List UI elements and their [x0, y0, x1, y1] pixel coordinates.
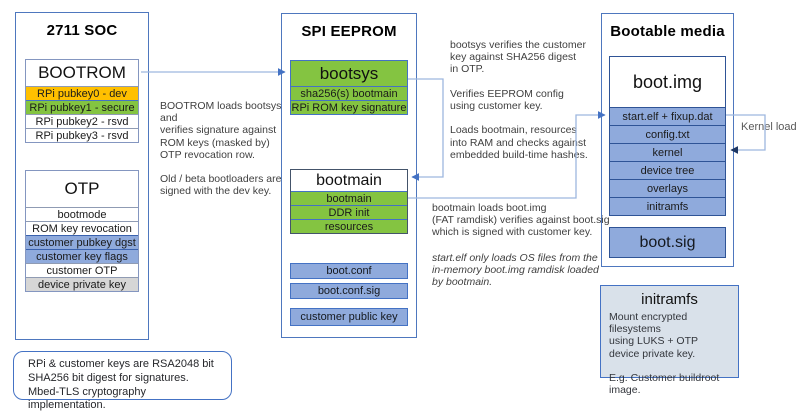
- otp-row-customer-pubkey-dgst: customer pubkey dgst: [26, 235, 138, 249]
- bootmain-title: bootmain: [316, 172, 382, 189]
- bootmain-box: bootmain bootmain DDR init resources: [290, 169, 408, 234]
- bootrom-title: BOOTROM: [38, 63, 126, 82]
- bootmain-row-resources: resources: [291, 219, 407, 233]
- bootimg-row-initramfs: initramfs: [610, 197, 725, 215]
- soc-title: 2711 SOC: [46, 22, 118, 39]
- file-customer-public-key: customer public key: [290, 308, 408, 326]
- bootimg-box: boot.img start.elf + fixup.dat config.tx…: [609, 56, 726, 216]
- otp-row-bootmode: bootmode: [26, 207, 138, 221]
- bootimg-row-device-tree: device tree: [610, 161, 725, 179]
- otp-title: OTP: [64, 179, 100, 198]
- bootrom-row-pubkey3: RPi pubkey3 - rsvd: [26, 128, 138, 142]
- bootsys-box: bootsys sha256(s) bootmain RPi ROM key s…: [290, 60, 408, 115]
- initramfs-note-title: initramfs: [641, 291, 698, 308]
- eeprom-title: SPI EEPROM: [301, 23, 397, 40]
- bootrom-box: BOOTROM RPi pubkey0 - dev RPi pubkey1 - …: [25, 59, 139, 143]
- otp-box: OTP bootmode ROM key revocation customer…: [25, 170, 139, 292]
- bootmain-annotation: bootmain loads boot.img (FAT ramdisk) ve…: [432, 202, 610, 239]
- media-title: Bootable media: [610, 23, 725, 40]
- bootrom-annotation: BOOTROM loads bootsys and verifies signa…: [160, 100, 282, 198]
- bootsys-row-sha256: sha256(s) bootmain: [291, 86, 407, 100]
- initramfs-note: initramfs Mount encrypted filesystems us…: [600, 285, 739, 396]
- otp-row-customer-key-flags: customer key flags: [26, 249, 138, 263]
- bootimg-row-overlays: overlays: [610, 179, 725, 197]
- bootrom-row-pubkey0: RPi pubkey0 - dev: [26, 86, 138, 100]
- keys-note: RPi & customer keys are RSA2048 bit SHA2…: [13, 351, 232, 411]
- kernel-load-label: Kernel load: [741, 121, 797, 133]
- bootrom-row-pubkey2: RPi pubkey2 - rsvd: [26, 114, 138, 128]
- bootsys-title: bootsys: [291, 61, 407, 86]
- bootsig-box: boot.sig: [609, 227, 726, 258]
- bootimg-row-kernel: kernel: [610, 143, 725, 161]
- file-boot-conf-sig: boot.conf.sig: [290, 283, 408, 299]
- bootimg-title: boot.img: [632, 72, 703, 92]
- bootsys-annotation: bootsys verifies the customer key agains…: [450, 39, 588, 161]
- bootmain-row-ddr-init: DDR init: [291, 205, 407, 219]
- bootsys-row-rom-key-signature: RPi ROM key signature: [291, 100, 407, 114]
- bootmain-row-bootmain: bootmain: [291, 191, 407, 205]
- file-boot-conf: boot.conf: [290, 263, 408, 279]
- otp-row-customer-otp: customer OTP: [26, 263, 138, 277]
- bootimg-row-start-elf: start.elf + fixup.dat: [610, 107, 725, 125]
- bootimg-row-config-txt: config.txt: [610, 125, 725, 143]
- bootrom-row-pubkey1: RPi pubkey1 - secure: [26, 100, 138, 114]
- otp-row-device-private-key: device private key: [26, 277, 138, 291]
- bootmain-annotation-italic: start.elf only loads OS files from the i…: [432, 252, 599, 289]
- initramfs-note-body: Mount encrypted filesystems using LUKS +…: [609, 311, 720, 397]
- otp-row-rom-key-revocation: ROM key revocation: [26, 221, 138, 235]
